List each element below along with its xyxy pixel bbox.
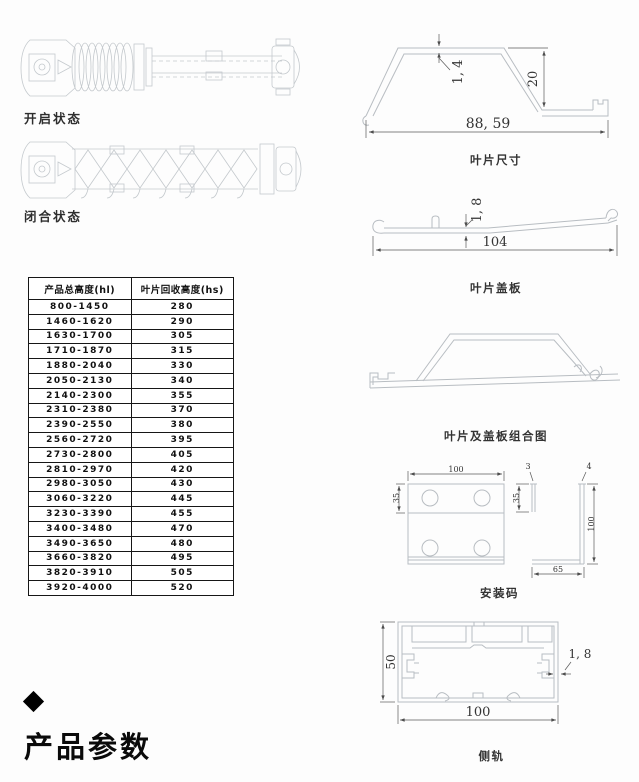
table-cell: 3490-3650 [28, 535, 132, 552]
table-cell: 2390-2550 [28, 417, 132, 434]
table-cell: 495 [130, 550, 234, 567]
col-header-total-height: 产品总高度(hl) [28, 277, 132, 300]
table-cell: 315 [130, 343, 234, 360]
table-cell: 280 [130, 299, 234, 315]
rail-thickness-dim: 1, 8 [569, 647, 592, 661]
table-cell: 2730-2800 [28, 446, 132, 463]
table-cell: 3920-4000 [28, 580, 132, 596]
table-cell: 290 [130, 313, 234, 330]
table-cell: 430 [130, 476, 234, 493]
open-state-label: 开启状态 [24, 111, 83, 126]
table-cell: 355 [130, 387, 234, 404]
blade-height-dim: 20 [526, 71, 541, 88]
table-cell: 2560-2720 [28, 432, 132, 448]
page-title: 产品参数 [24, 730, 153, 764]
bracket-side-depth-dim: 65 [553, 565, 563, 574]
side-rail-drawing: 50 1, 8 100 [378, 608, 605, 752]
assembly-drawing [360, 320, 632, 416]
open-state-drawing [20, 32, 310, 108]
table-cell: 2810-2970 [28, 461, 132, 478]
closed-state-drawing [20, 134, 310, 210]
table-cell: 470 [130, 520, 234, 537]
table-cell: 3660-3820 [28, 550, 132, 567]
table-cell: 520 [130, 580, 234, 596]
table-cell: 505 [130, 565, 234, 582]
table-cell: 2050-2130 [28, 372, 132, 389]
cover-plate-label: 叶片盖板 [470, 281, 522, 295]
table-cell: 445 [130, 491, 234, 508]
table-cell: 405 [130, 446, 234, 463]
blade-width-dim: 88, 59 [466, 116, 511, 132]
table-cell: 370 [130, 402, 234, 419]
table-cell: 800-1450 [28, 299, 132, 315]
diamond-icon [22, 690, 45, 713]
table-cell: 330 [130, 358, 234, 374]
table-cell: 3230-3390 [28, 506, 132, 522]
rail-width-dim: 100 [466, 705, 491, 720]
bracket-side-height-dim: 100 [587, 516, 596, 531]
assembly-label: 叶片及盖板组合图 [444, 429, 548, 443]
side-rail-label: 侧轨 [478, 749, 505, 763]
bracket-front-offset-dim: 35 [392, 493, 401, 503]
table-cell: 455 [130, 506, 234, 522]
table-cell: 2310-2380 [28, 402, 132, 419]
blade-profile-label: 叶片尺寸 [470, 153, 522, 167]
bracket-leader-right-dim: 4 [586, 462, 591, 471]
cover-width-dim: 104 [483, 235, 508, 250]
table-cell: 1710-1870 [28, 343, 132, 360]
table-cell: 420 [130, 461, 234, 478]
rail-height-dim: 50 [384, 654, 398, 669]
bracket-label: 安装码 [480, 586, 519, 600]
table-cell: 1630-1700 [28, 328, 132, 345]
table-header-row: 产品总高度(hl) 叶片回收高度(hs) [28, 277, 234, 300]
bracket-side-offset-dim: 35 [512, 493, 521, 503]
table-cell: 340 [130, 372, 234, 389]
cover-plate-drawing: 1, 8 104 [360, 192, 632, 278]
table-cell: 1880-2040 [28, 358, 132, 374]
bracket-drawing: 100 35 3 4 35 100 65 [392, 460, 607, 588]
table-cell: 3400-3480 [28, 520, 132, 537]
table-cell: 305 [130, 328, 234, 345]
table-cell: 2140-2300 [28, 387, 132, 404]
table-cell: 395 [130, 432, 234, 448]
table-cell: 480 [130, 535, 234, 552]
closed-state-label: 闭合状态 [24, 209, 83, 224]
table-cell: 3060-3220 [28, 491, 132, 508]
table-cell: 380 [130, 417, 234, 434]
blade-profile-drawing: 1, 4 20 88, 59 [360, 30, 632, 156]
table-cell: 1460-1620 [28, 313, 132, 330]
cover-thickness-dim: 1, 8 [470, 198, 485, 223]
table-cell: 3820-3910 [28, 565, 132, 582]
table-cell: 2980-3050 [28, 476, 132, 493]
blade-thickness-dim: 1, 4 [451, 60, 466, 85]
bracket-front-width-dim: 100 [448, 465, 463, 474]
bracket-leader-left-dim: 3 [525, 462, 530, 471]
col-header-recovery-height: 叶片回收高度(hs) [130, 277, 234, 300]
